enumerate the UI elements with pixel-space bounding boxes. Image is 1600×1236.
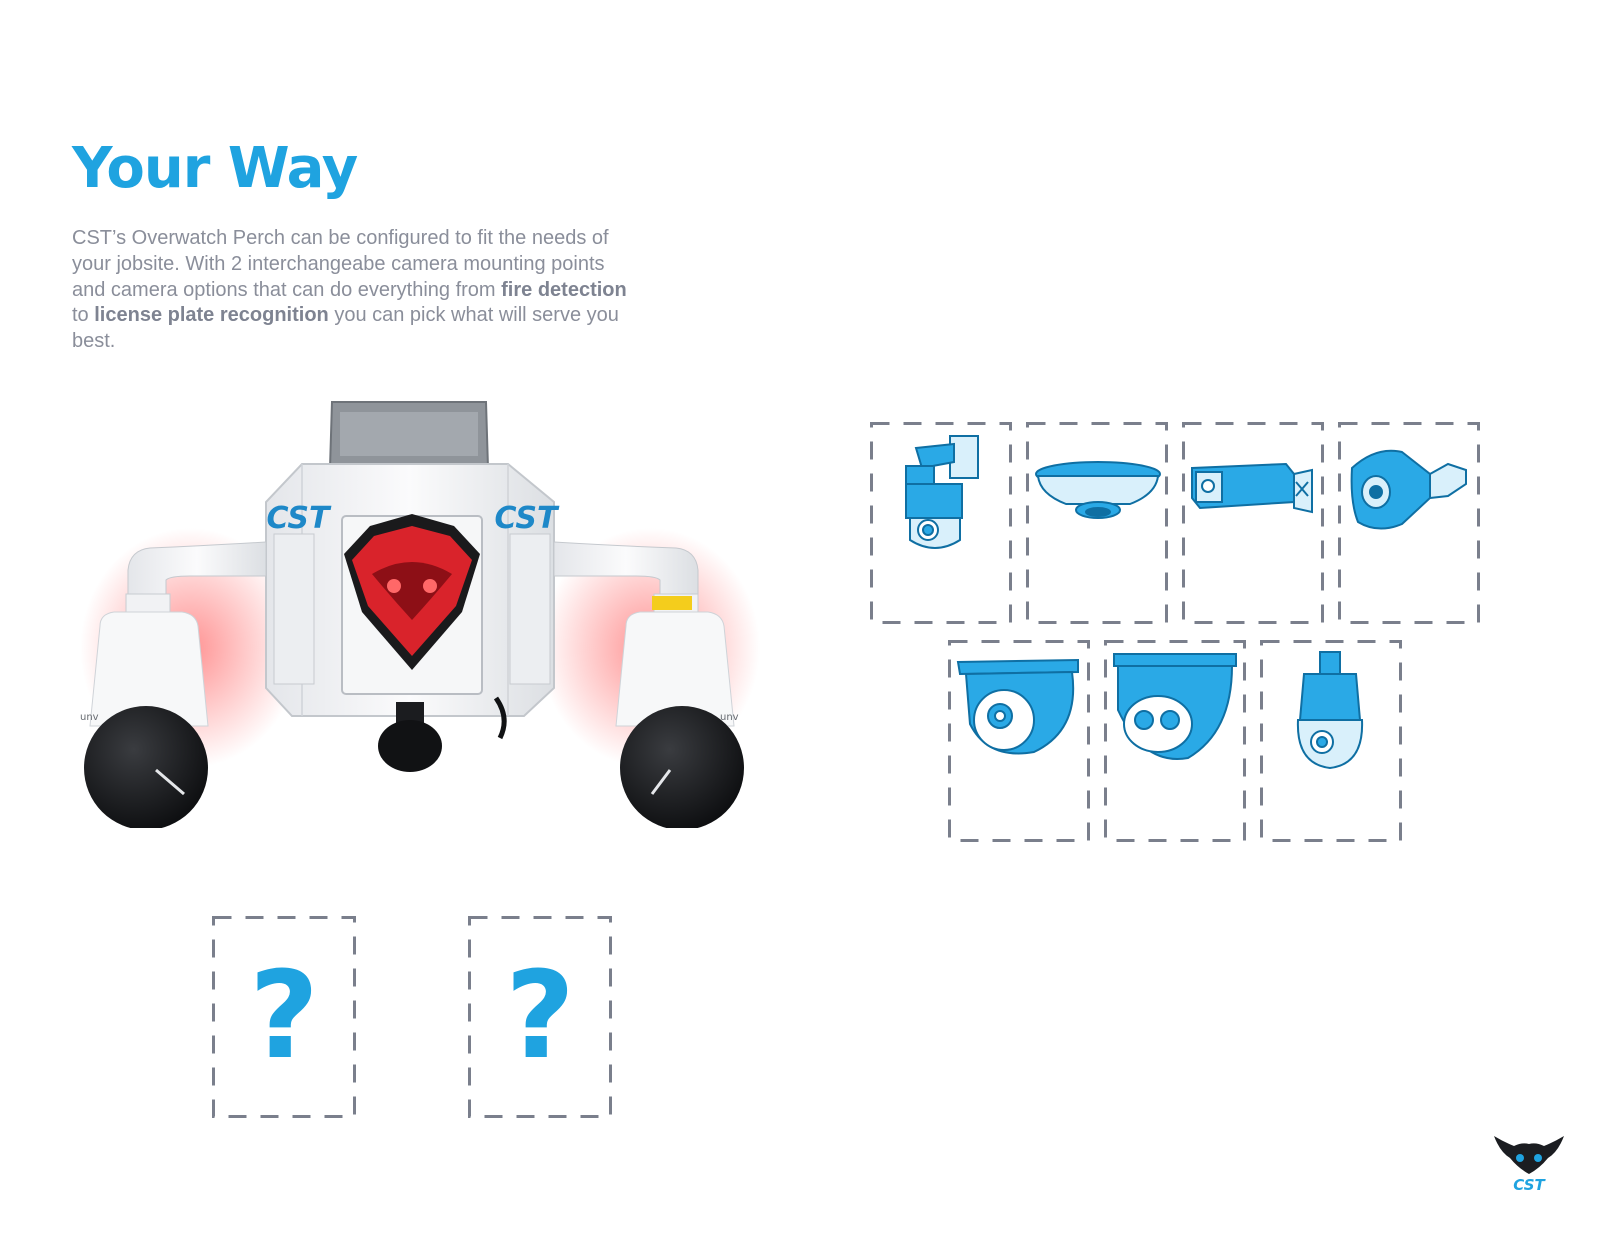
camera-option-turret[interactable] bbox=[948, 640, 1090, 842]
description-emphasis-lpr: license plate recognition bbox=[94, 304, 329, 327]
page-title: Your Way bbox=[72, 136, 358, 201]
owl-logo-icon bbox=[1494, 1136, 1564, 1174]
ptz-camera-icon bbox=[1296, 651, 1364, 770]
camera-brand-label: unv bbox=[80, 712, 99, 723]
camera-option-horn-speaker[interactable] bbox=[1338, 422, 1480, 624]
bottom-mini-camera bbox=[378, 696, 507, 772]
owl-eye-light bbox=[344, 514, 480, 670]
question-mark: ? bbox=[249, 947, 319, 1086]
camera-option-ptz[interactable] bbox=[1260, 640, 1402, 842]
mount-slot-left[interactable]: ? bbox=[212, 916, 356, 1118]
perch-arms bbox=[127, 541, 699, 599]
question-mark: ? bbox=[505, 947, 575, 1086]
fisheye-dome-camera-icon bbox=[1035, 461, 1161, 519]
mount-slot-right[interactable]: ? bbox=[468, 916, 612, 1118]
perch-top-box bbox=[328, 401, 490, 469]
description-part: you can pick what will serve you best. bbox=[72, 304, 619, 353]
ptz-camera-left: unv bbox=[80, 593, 209, 828]
camera-option-fisheye[interactable] bbox=[1026, 422, 1168, 624]
camera-option-bullet[interactable] bbox=[1182, 422, 1324, 624]
horn-speaker-icon bbox=[1350, 449, 1467, 530]
wall-mount-ptz-camera-icon bbox=[905, 435, 979, 549]
camera-option-wall-mount-ptz[interactable] bbox=[870, 422, 1012, 624]
perch-case-label-left: CST bbox=[266, 501, 332, 536]
overwatch-perch-image: CST CST unv unv bbox=[80, 401, 760, 828]
dual-lens-dome-camera-icon bbox=[1113, 653, 1237, 760]
perch-case-label-right: CST bbox=[494, 501, 560, 536]
camera-option-dual-lens-dome[interactable] bbox=[1104, 640, 1246, 842]
logo-text: CST bbox=[1513, 1176, 1546, 1192]
description-part: to bbox=[72, 304, 95, 327]
bullet-camera-icon bbox=[1191, 462, 1313, 514]
description-part: CST’s Overwatch Perch can be configured … bbox=[72, 227, 609, 301]
camera-brand-label: unv bbox=[720, 712, 739, 723]
ptz-camera-right: unv bbox=[615, 593, 744, 828]
cst-logo: CST bbox=[1494, 1136, 1564, 1192]
turret-camera-icon bbox=[956, 658, 1079, 755]
description-emphasis-fire-detection: fire detection bbox=[501, 278, 627, 301]
description-text: CST’s Overwatch Perch can be configured … bbox=[72, 226, 642, 355]
